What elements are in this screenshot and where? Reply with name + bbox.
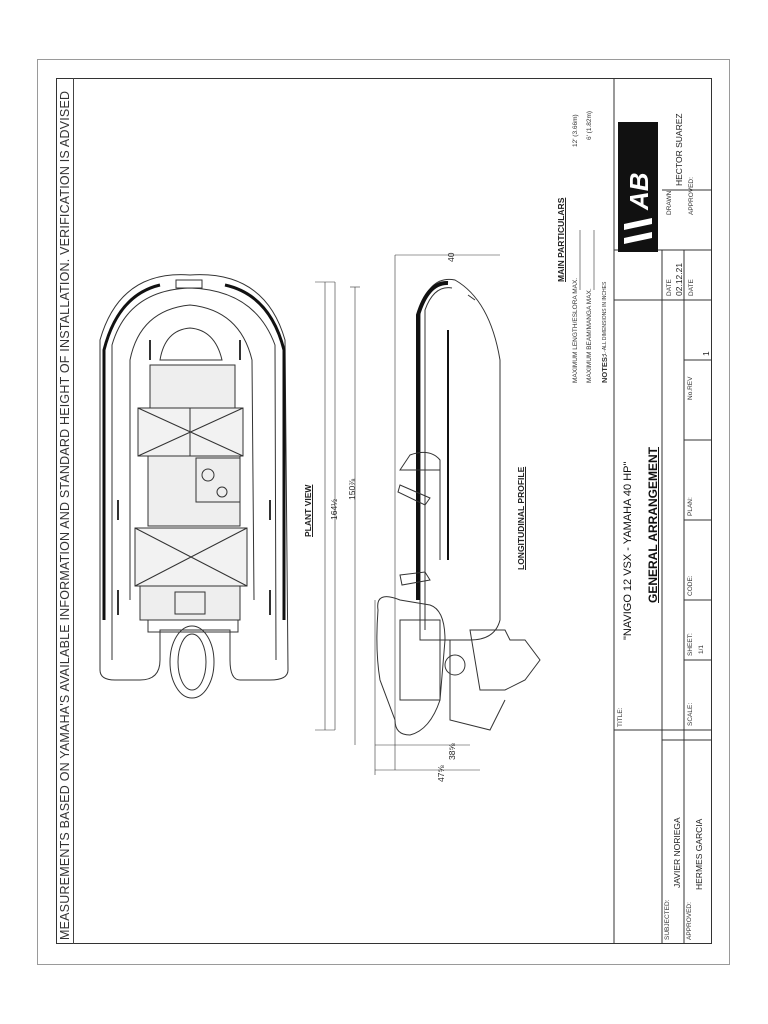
rev-value: 1 (701, 351, 711, 356)
drawing-sheet (37, 59, 730, 965)
drawn-label: DRAWN (666, 190, 673, 215)
plant-stripe-right (224, 283, 286, 620)
approved-label-right: APPROVED: (688, 177, 695, 215)
logo-text: AB (624, 172, 654, 210)
subjected-value: JAVIER NORIEGA (672, 817, 682, 888)
date-label-bottom: DATE (688, 279, 695, 296)
banner-strip (56, 78, 74, 944)
subjected-label: SUBJECTED: (664, 899, 671, 940)
approved-label: APPROVED: (686, 902, 693, 940)
drawing-title: "NAVIGO 12 VSX - YAMAHA 40 HP" (622, 461, 634, 640)
code-label: CODE: (687, 575, 694, 596)
drawing-subtitle: GENERAL ARRANGEMENT (646, 446, 660, 603)
company-logo: AB (618, 122, 658, 252)
plan-label: PLAN: (687, 497, 694, 516)
sheet-label: SHEET: (687, 633, 694, 656)
profile-outboard (376, 596, 446, 736)
plant-outboard (169, 625, 215, 699)
rev-label: No.REV (687, 376, 694, 400)
ab-logo-icon (624, 218, 652, 244)
approved-value: HERMES GARCIA (694, 818, 704, 890)
date-value: 02.12.21 (674, 262, 684, 296)
scale-label: SCALE: (687, 702, 694, 726)
plant-hull-outline (99, 274, 289, 681)
drawn-value: HECTOR SUAREZ (674, 113, 684, 186)
profile-console (399, 451, 441, 471)
profile-stripe (416, 281, 449, 600)
date-label-top: DATE (666, 279, 673, 296)
plant-stripe-left (102, 283, 161, 620)
sheet-value: 1/1 (698, 644, 705, 654)
title-label: TITLE: (617, 707, 624, 727)
drawing-frame (56, 78, 712, 944)
